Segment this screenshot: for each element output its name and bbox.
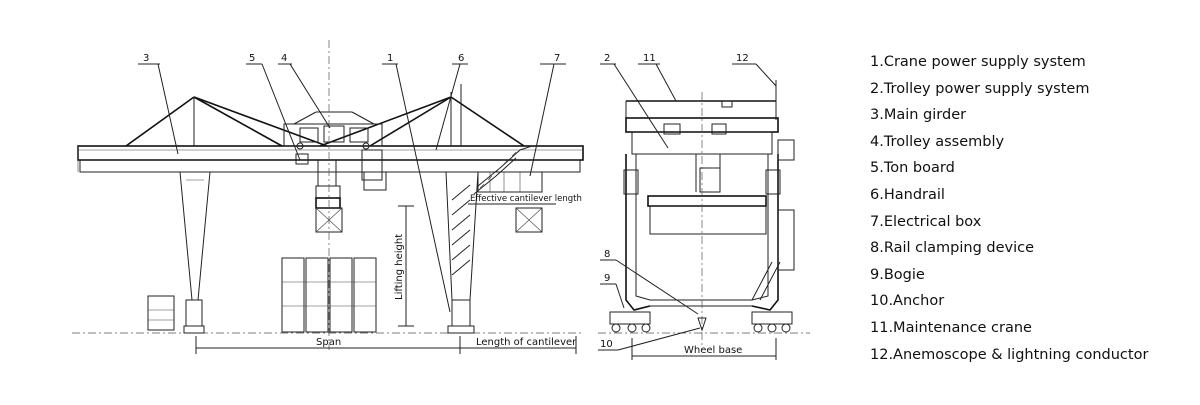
- legend-item: 5.Ton board: [870, 160, 955, 177]
- callout-6: 6: [435, 53, 468, 151]
- wheel-base-dimension: [631, 338, 777, 360]
- svg-text:8: 8: [604, 249, 610, 260]
- callout-4: 4: [278, 53, 331, 129]
- legend-item: 6.Handrail: [870, 186, 945, 203]
- container-stack: [281, 40, 377, 350]
- bogies: [609, 311, 793, 333]
- svg-text:1: 1: [387, 53, 393, 64]
- svg-text:6: 6: [458, 53, 464, 64]
- crane-technical-drawing: Lifting height Span Length of cantilever…: [72, 40, 810, 360]
- side-view: Wheel base 2 11 12 8 9: [598, 53, 810, 360]
- svg-text:7: 7: [554, 53, 560, 64]
- svg-text:10: 10: [600, 339, 613, 350]
- left-leg: [179, 171, 211, 334]
- legend-list: 1.Crane power supply system 2.Trolley po…: [870, 52, 1195, 371]
- cantilever-container: [515, 207, 543, 233]
- handrail-stair: [473, 145, 533, 195]
- main-girder: [77, 145, 584, 173]
- truck: [147, 295, 175, 331]
- callout-10: 10: [598, 327, 701, 351]
- electrical-box: [363, 171, 543, 193]
- callout-12: 12: [732, 53, 777, 87]
- legend-item: 11.Maintenance crane: [870, 319, 1032, 336]
- svg-text:5: 5: [249, 53, 255, 64]
- callout-9: 9: [600, 273, 625, 309]
- legend-item: 10.Anchor: [870, 293, 945, 310]
- callout-8: 8: [600, 249, 699, 315]
- callout-11: 11: [638, 53, 677, 102]
- legend-item: 12.Anemoscope & lightning conductor: [870, 346, 1149, 363]
- lifting-height-dimension: [398, 205, 414, 327]
- svg-text:12: 12: [736, 53, 749, 64]
- legend-item: 1.Crane power supply system: [870, 54, 1086, 70]
- legend-item: 9.Bogie: [870, 266, 925, 283]
- callout-5: 5: [246, 53, 301, 161]
- callout-3: 3: [138, 53, 179, 155]
- callout-1: 1: [382, 53, 451, 313]
- maintenance-crane: [625, 80, 777, 120]
- tie-rods: [125, 84, 525, 147]
- legend-item: 4.Trolley assembly: [870, 133, 1005, 150]
- front-view: Lifting height Span Length of cantilever…: [72, 40, 584, 354]
- lifting-height-label: Lifting height: [394, 234, 405, 300]
- legend-item: 3.Main girder: [870, 107, 967, 124]
- callout-7: 7: [529, 53, 566, 177]
- cantilever-length-label: Length of cantilever: [476, 337, 577, 348]
- side-spreader: [647, 92, 767, 350]
- callout-2: 2: [600, 53, 669, 149]
- right-leg: [445, 171, 479, 334]
- side-legs: [623, 139, 795, 311]
- svg-text:9: 9: [604, 273, 610, 284]
- wheel-base-label: Wheel base: [684, 345, 742, 356]
- svg-text:11: 11: [643, 53, 656, 64]
- span-label: Span: [316, 337, 341, 348]
- legend-item: 7.Electrical box: [870, 213, 982, 230]
- svg-text:3: 3: [143, 53, 149, 64]
- span-dimension: [195, 336, 577, 354]
- effective-cantilever-label: Effective cantilever length: [470, 194, 582, 204]
- svg-text:4: 4: [281, 53, 287, 64]
- legend-item: 2.Trolley power supply system: [870, 80, 1090, 97]
- svg-text:2: 2: [604, 53, 610, 64]
- legend-item: 8.Rail clamping device: [870, 240, 1035, 257]
